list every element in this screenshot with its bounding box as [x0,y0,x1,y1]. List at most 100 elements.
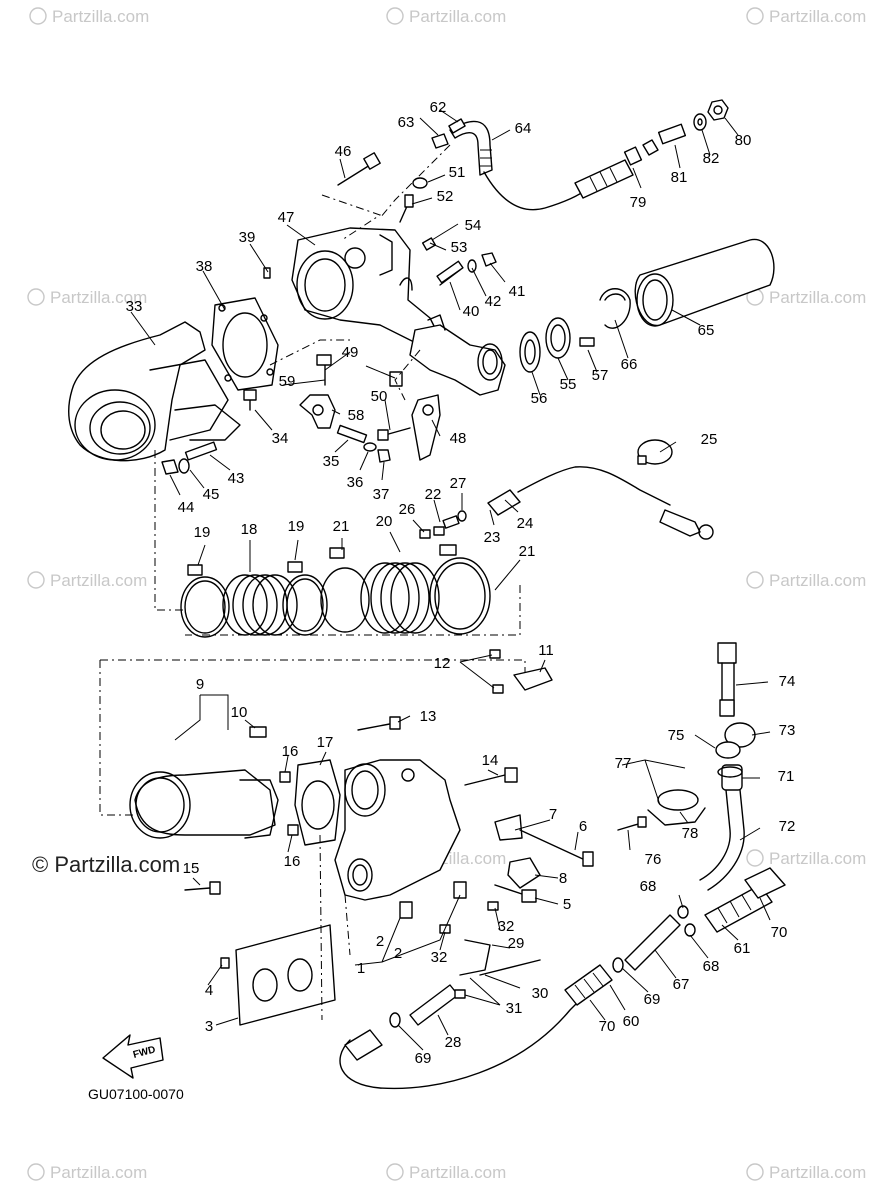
fitting-74 [717,642,737,717]
callout-label: 23 [484,529,501,546]
callout-label: 50 [371,388,388,405]
muffler-gasket-38 [211,297,279,391]
callout-label: 8 [559,870,567,887]
flange-55 [545,317,571,359]
bolt-34 [243,389,257,411]
bypass-hose-60 [339,964,613,1090]
callout-label: 2 [376,933,384,950]
callout-label: 54 [465,217,482,234]
callout-label: 70 [771,924,788,941]
y-joint-67 [624,914,681,971]
watermark-row2-left: Partzilla.com [27,288,147,307]
gasket-56 [519,331,541,373]
callout-label: 5 [563,896,571,913]
svg-text:Partzilla.com: Partzilla.com [50,571,147,590]
fitting-62 [448,118,466,134]
forward-direction-arrow: FWD [102,1034,164,1079]
exhaust-manifold [334,759,461,901]
callout-label: 78 [682,825,699,842]
callout-label: 69 [415,1050,432,1067]
callout-label: 3 [205,1018,213,1035]
callout-label: 60 [623,1013,640,1030]
callout-label: 13 [420,708,437,725]
callout-label: 4 [205,982,213,999]
callout-label: 56 [531,390,548,407]
callout-label: 26 [399,501,416,518]
bracket-48 [411,394,441,461]
callout-label: 46 [335,143,352,160]
pin-4 [220,957,230,969]
callout-label: 2 [394,945,402,962]
callout-label: 12 [434,655,451,672]
callout-label: 64 [515,120,532,137]
callout-label: 7 [549,806,557,823]
callout-label: 19 [194,524,211,541]
callout-label: 14 [482,752,499,769]
pin-16-lower [287,824,299,836]
callout-label: 24 [517,515,534,532]
fitting-51 [412,177,428,189]
nut-75 [715,741,741,759]
bolt-15 [184,881,221,895]
callout-label: 48 [450,430,467,447]
bolt-6 [519,829,594,867]
callout-label: 31 [506,1000,523,1017]
callout-label: 34 [272,430,289,447]
callout-label: 17 [317,734,334,751]
callout-label: 35 [323,453,340,470]
callout-label: 49 [342,344,359,361]
svg-text:Partzilla.com: Partzilla.com [52,7,149,26]
clamp-bracket-58 [299,394,336,429]
fitting-12 [489,649,504,694]
svg-text:Partzilla.com: Partzilla.com [409,7,506,26]
callout-label: 53 [451,239,468,256]
washer-42 [467,259,477,273]
clamp-ring-19-left [180,564,230,638]
hose-joint-18 [222,574,298,636]
washer-45 [178,458,190,474]
svg-text:Partzilla.com: Partzilla.com [769,288,866,307]
clamp-ring-21-right [429,544,491,635]
watermark-bottom-left: Partzilla.com [27,1163,147,1182]
exhaust-pipe-9 [129,769,279,839]
watermark-row4-right: Partzilla.com [746,849,866,868]
svg-text:Partzilla.com: Partzilla.com [769,571,866,590]
callout-label: 51 [449,164,466,181]
callout-label: 38 [196,258,213,275]
callout-label: 20 [376,513,393,530]
diagram-code: GU07100-0070 [88,1086,184,1102]
bolt-14 [464,767,518,786]
callout-label: 19 [288,518,305,535]
nut-41 [481,252,497,267]
svg-text:Partzilla.com: Partzilla.com [769,7,866,26]
watermark-row3-left: Partzilla.com [27,571,147,590]
fitting-22 [442,515,460,529]
callout-label: 25 [701,431,718,448]
callout-label: 63 [398,114,415,131]
callout-label: 44 [178,499,195,516]
callout-label: 18 [241,521,258,538]
bolt-13 [357,716,401,731]
callout-label: 55 [560,376,577,393]
callout-label: 15 [183,860,200,877]
callout-label: 10 [231,704,248,721]
callout-label: 9 [196,676,204,693]
callout-label: 11 [538,642,554,659]
callout-label: 82 [703,150,720,167]
svg-text:Partzilla.com: Partzilla.com [769,1163,866,1182]
callout-label: 62 [430,99,447,116]
hose-joint-79 [574,146,643,199]
callout-label: 6 [579,818,587,835]
callout-label: 42 [485,293,502,310]
callout-label: 41 [509,283,526,300]
washer-36 [363,442,377,452]
watermark-top-right: Partzilla.com [746,7,866,26]
nozzle-52 [399,194,414,223]
washer-27 [457,510,467,522]
fitting-53 [421,237,437,251]
callout-label: 32 [498,918,515,935]
hose-joint-20 [360,562,440,634]
callout-label: 21 [519,543,536,560]
watermark-bottom-mid: Partzilla.com [386,1163,506,1182]
bolt-59 [316,354,332,386]
